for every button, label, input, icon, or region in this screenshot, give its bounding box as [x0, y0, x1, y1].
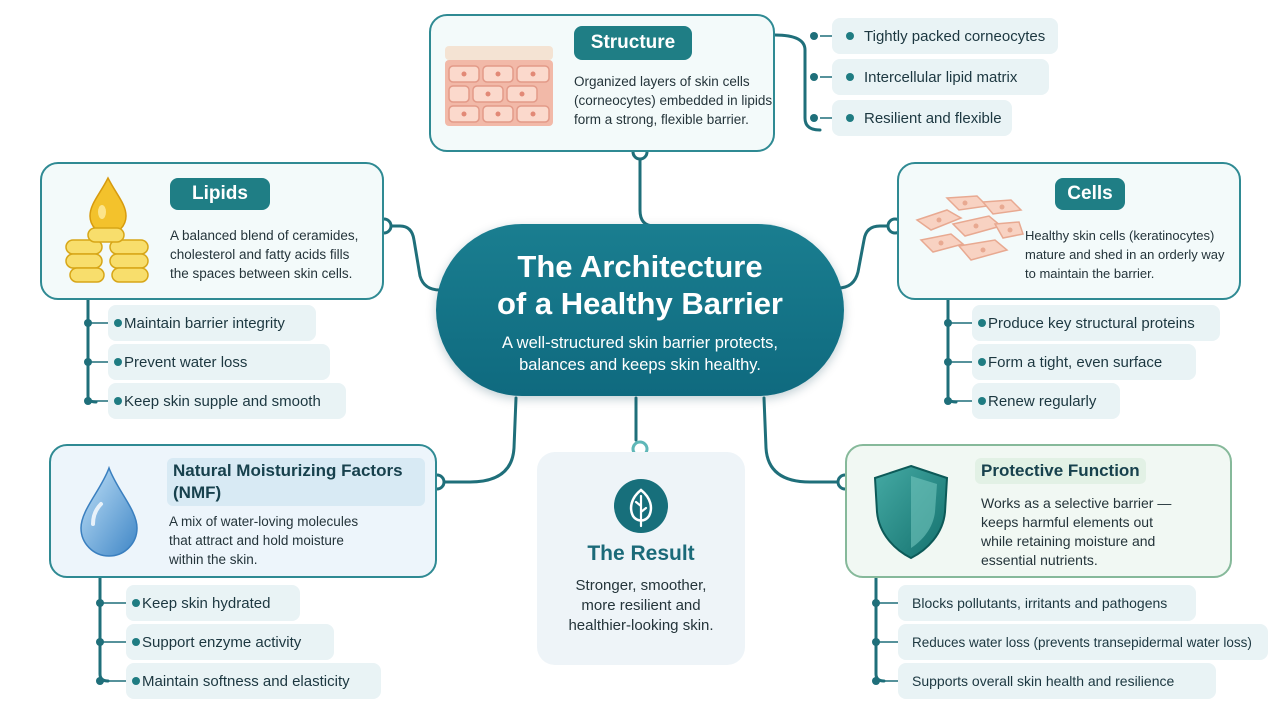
structure-card: Structure Organized layers of skin cells…	[429, 14, 775, 152]
structure-bullet-2: Intercellular lipid matrix	[832, 59, 1049, 95]
water-drop-icon	[80, 466, 138, 557]
cells-bullet-2: Form a tight, even surface	[972, 344, 1196, 380]
skin-layers-icon	[445, 46, 553, 126]
central-title: The Architecture of a Healthy Barrier	[497, 249, 783, 321]
lipid-drop-icon	[65, 176, 149, 283]
result-card: The Result Stronger, smoother, more resi…	[537, 452, 745, 665]
nmf-bullet-3: Maintain softness and elasticity	[126, 663, 381, 699]
lipids-title: Lipids	[170, 178, 270, 210]
protective-title: Protective Function	[975, 458, 1146, 484]
lipids-bullet-1: Maintain barrier integrity	[108, 305, 316, 341]
protective-card: Protective Function Works as a selective…	[845, 444, 1232, 578]
result-description: Stronger, smoother, more resilient and h…	[568, 577, 714, 634]
protective-bullet-3: Supports overall skin health and resilie…	[898, 663, 1216, 699]
shield-icon	[873, 464, 949, 560]
leaf-icon	[614, 479, 668, 533]
cells-title: Cells	[1055, 178, 1125, 210]
nmf-bullet-1: Keep skin hydrated	[126, 585, 300, 621]
skin-cells-icon	[915, 195, 1024, 261]
protective-bullet-2: Reduces water loss (prevents transepider…	[898, 624, 1268, 660]
protective-description: Works as a selective barrier — keeps har…	[981, 495, 1172, 568]
cells-bullet-3: Renew regularly	[972, 383, 1120, 419]
nmf-description: A mix of water-loving molecules that att…	[169, 514, 359, 567]
structure-bullet-1: Tightly packed corneocytes	[832, 18, 1058, 54]
lipids-bullet-2: Prevent water loss	[108, 344, 330, 380]
nmf-title: Natural Moisturizing Factors (NMF)	[167, 458, 425, 506]
lipids-card: Lipids A balanced blend of ceramides, ch…	[40, 162, 384, 300]
lipids-bullet-3: Keep skin supple and smooth	[108, 383, 346, 419]
cells-bullet-1: Produce key structural proteins	[972, 305, 1220, 341]
result-title: The Result	[587, 542, 695, 565]
nmf-card: Natural Moisturizing Factors (NMF) A mix…	[49, 444, 437, 578]
central-hub: The Architecture of a Healthy Barrier A …	[436, 224, 844, 396]
lipids-description: A balanced blend of ceramides, cholester…	[170, 228, 359, 281]
central-subtitle: A well-structured skin barrier protects,…	[501, 334, 778, 374]
nmf-bullet-2: Support enzyme activity	[126, 624, 334, 660]
structure-title: Structure	[574, 26, 692, 60]
structure-description: Organized layers of skin cells (corneocy…	[574, 74, 773, 127]
cells-description: Healthy skin cells (keratinocytes) matur…	[1025, 228, 1225, 281]
structure-bullet-3: Resilient and flexible	[832, 100, 1012, 136]
protective-bullet-1: Blocks pollutants, irritants and pathoge…	[898, 585, 1196, 621]
cells-card: Cells Healthy skin cells (keratinocytes)…	[897, 162, 1241, 300]
